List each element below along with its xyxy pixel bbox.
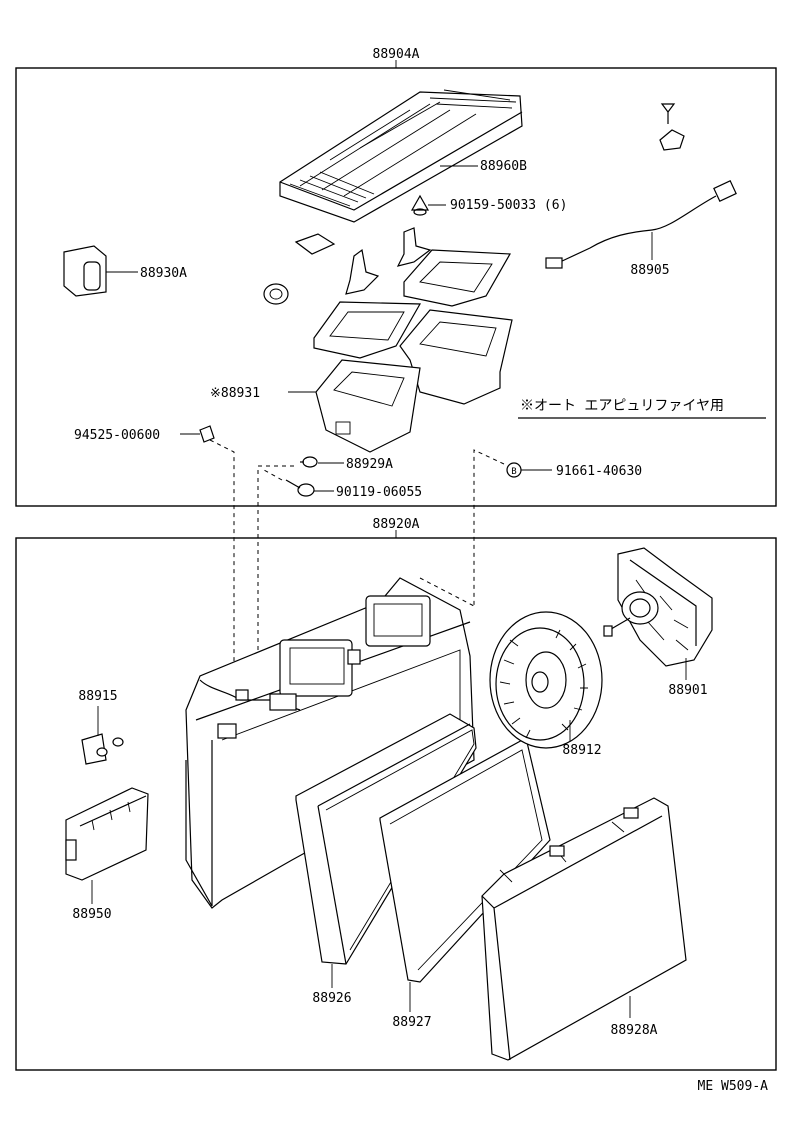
fan-part xyxy=(489,611,603,749)
clip-94525-icon xyxy=(199,425,215,443)
label-88912: 88912 xyxy=(562,743,601,758)
label-88928a: 88928A xyxy=(611,1023,658,1038)
label-88901: 88901 xyxy=(668,683,707,698)
wire-harness-part xyxy=(545,180,737,269)
nut-icon: B xyxy=(506,462,522,478)
bolt-90119-icon xyxy=(285,479,315,497)
label-88915: 88915 xyxy=(78,689,117,704)
fan-motor-part xyxy=(603,547,713,667)
label-88930a: 88930A xyxy=(140,266,187,281)
label-90119-06055: 90119-06055 xyxy=(336,485,422,500)
blower-case-part xyxy=(185,577,475,909)
label-88927: 88927 xyxy=(392,1015,431,1030)
bolt-icon xyxy=(410,194,430,216)
label-88931: ※88931 xyxy=(210,386,260,401)
drawing-code: ME W509-A xyxy=(698,1079,769,1094)
label-88904a: 88904A xyxy=(373,47,420,62)
label-88950: 88950 xyxy=(72,907,111,922)
screw-icon xyxy=(659,103,685,151)
duct-tray-1 xyxy=(313,301,422,359)
clip-88929a-icon xyxy=(300,456,318,468)
bracket-part xyxy=(81,733,124,765)
sensor-duct-part xyxy=(315,359,421,453)
case-cover-part xyxy=(481,797,687,1061)
label-91661-40630: 91661-40630 xyxy=(556,464,642,479)
note-auto-air-purifier: ※オート エアピュリファイヤ用 xyxy=(520,398,724,414)
amplifier-part xyxy=(65,787,149,881)
clip-part xyxy=(263,283,289,305)
pad-part xyxy=(294,233,336,255)
label-88929a: 88929A xyxy=(346,457,393,472)
label-90159-50033: 90159-50033 (6) xyxy=(450,198,567,213)
label-88960b: 88960B xyxy=(480,159,527,174)
filter-cover-part xyxy=(279,89,523,223)
label-88905: 88905 xyxy=(630,263,669,278)
label-88926: 88926 xyxy=(312,991,351,1006)
svg-text:B: B xyxy=(511,467,516,477)
label-88920a: 88920A xyxy=(373,517,420,532)
label-94525-00600: 94525-00600 xyxy=(74,428,160,443)
switch-part xyxy=(63,245,107,297)
duct-tray-2 xyxy=(403,249,512,307)
